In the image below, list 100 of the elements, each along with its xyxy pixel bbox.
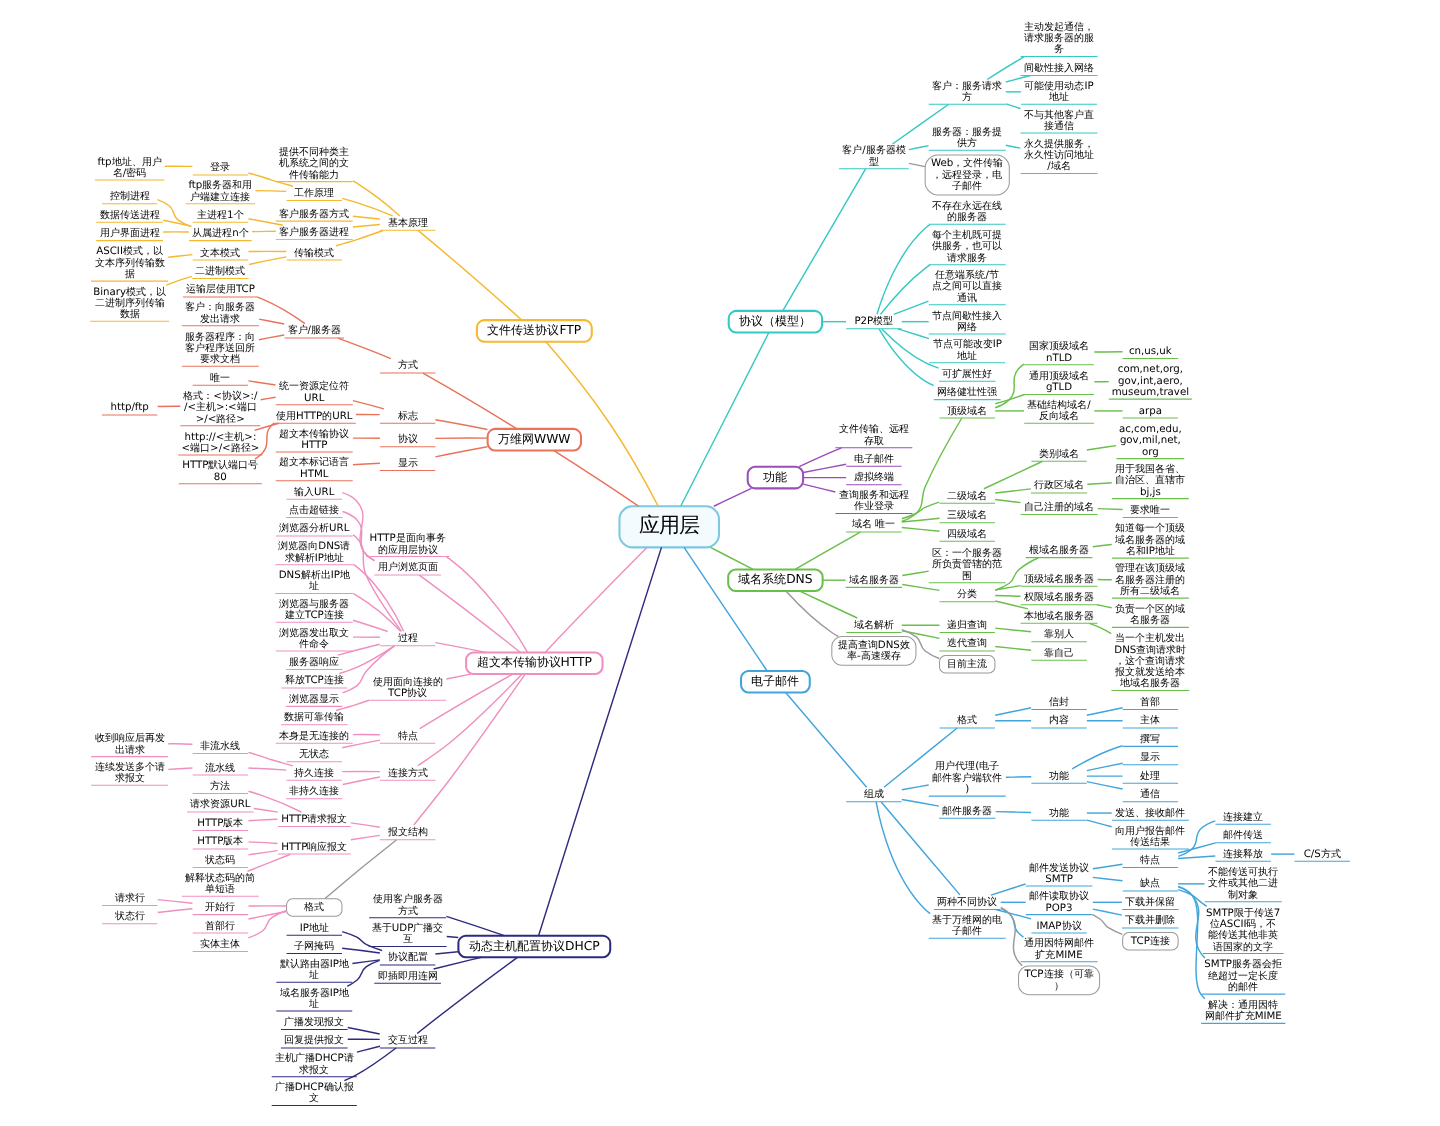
connector [994,600,1029,610]
connector [784,691,868,789]
connector [798,447,843,468]
connector [167,767,194,771]
connector [417,673,523,767]
connector [1086,720,1124,722]
connector [680,332,770,507]
connector [1177,888,1208,907]
connector [994,810,1032,814]
connector [990,883,1027,896]
connector [901,570,930,577]
connector [341,770,381,773]
connector [162,219,193,227]
connector [341,947,381,954]
connector [352,462,381,466]
connector [901,628,940,660]
connector [1092,543,1113,548]
connector [1086,707,1124,716]
connector [247,767,288,771]
connector [167,742,194,746]
connector [1092,876,1124,882]
connector [994,645,1032,651]
connector [1092,863,1124,870]
connector [418,574,522,654]
connector [352,619,389,633]
connector [350,834,381,841]
connector [1005,74,1032,83]
connector [552,449,640,507]
connector [799,590,858,619]
connector [897,328,930,340]
connector [1086,482,1113,485]
connector [875,801,931,915]
connector [352,399,385,410]
connector [901,784,930,791]
connector [247,172,294,187]
connector [994,498,1022,504]
connector [802,483,837,493]
connector [434,446,489,458]
connector [994,720,1032,722]
connector [341,510,376,562]
connector [253,807,279,813]
connector [251,230,277,233]
connector [1005,103,1022,110]
connector [545,341,659,508]
connector [544,546,648,653]
connector [337,337,392,360]
connector [1005,776,1032,779]
connector [352,534,403,633]
connector [1071,745,1124,770]
connector [908,162,926,168]
connector [341,197,394,217]
connector [891,103,950,145]
connector [167,253,194,259]
connector [413,673,526,826]
connector [352,636,381,638]
connector [434,641,487,654]
connector [157,898,194,904]
connector [1000,907,1025,938]
connector [247,905,288,907]
connector [416,956,519,1035]
connector [994,488,1032,494]
connector [247,909,288,939]
connector [1093,410,1124,412]
connector [343,1047,397,1082]
connector [821,320,847,323]
connector [258,334,285,341]
connector [351,959,381,965]
connector [1091,913,1124,936]
connector [994,363,1025,409]
connector [247,910,288,920]
connector [1086,812,1113,814]
connector [254,422,275,460]
connector [418,673,514,730]
connector [821,579,847,581]
connector [1086,780,1124,790]
connector [434,437,489,440]
connector [246,853,292,873]
connector [1092,908,1123,916]
connector [258,318,285,325]
connector [445,673,472,680]
connector [986,56,1026,81]
connector [785,590,840,638]
connector [1086,819,1113,828]
connector [356,1045,381,1053]
connector [802,476,847,479]
connector [994,707,1032,716]
connector [1177,820,1217,858]
connector [352,180,401,217]
connector [347,1038,381,1041]
connector [901,624,941,627]
connector [994,557,1040,591]
connector [1000,906,1023,967]
connector [999,901,1027,904]
connector [1086,775,1124,777]
connector [901,798,940,807]
connector [1177,883,1206,885]
connector [256,296,306,325]
connector [341,739,381,749]
connector [900,417,963,523]
connector [1177,842,1217,854]
